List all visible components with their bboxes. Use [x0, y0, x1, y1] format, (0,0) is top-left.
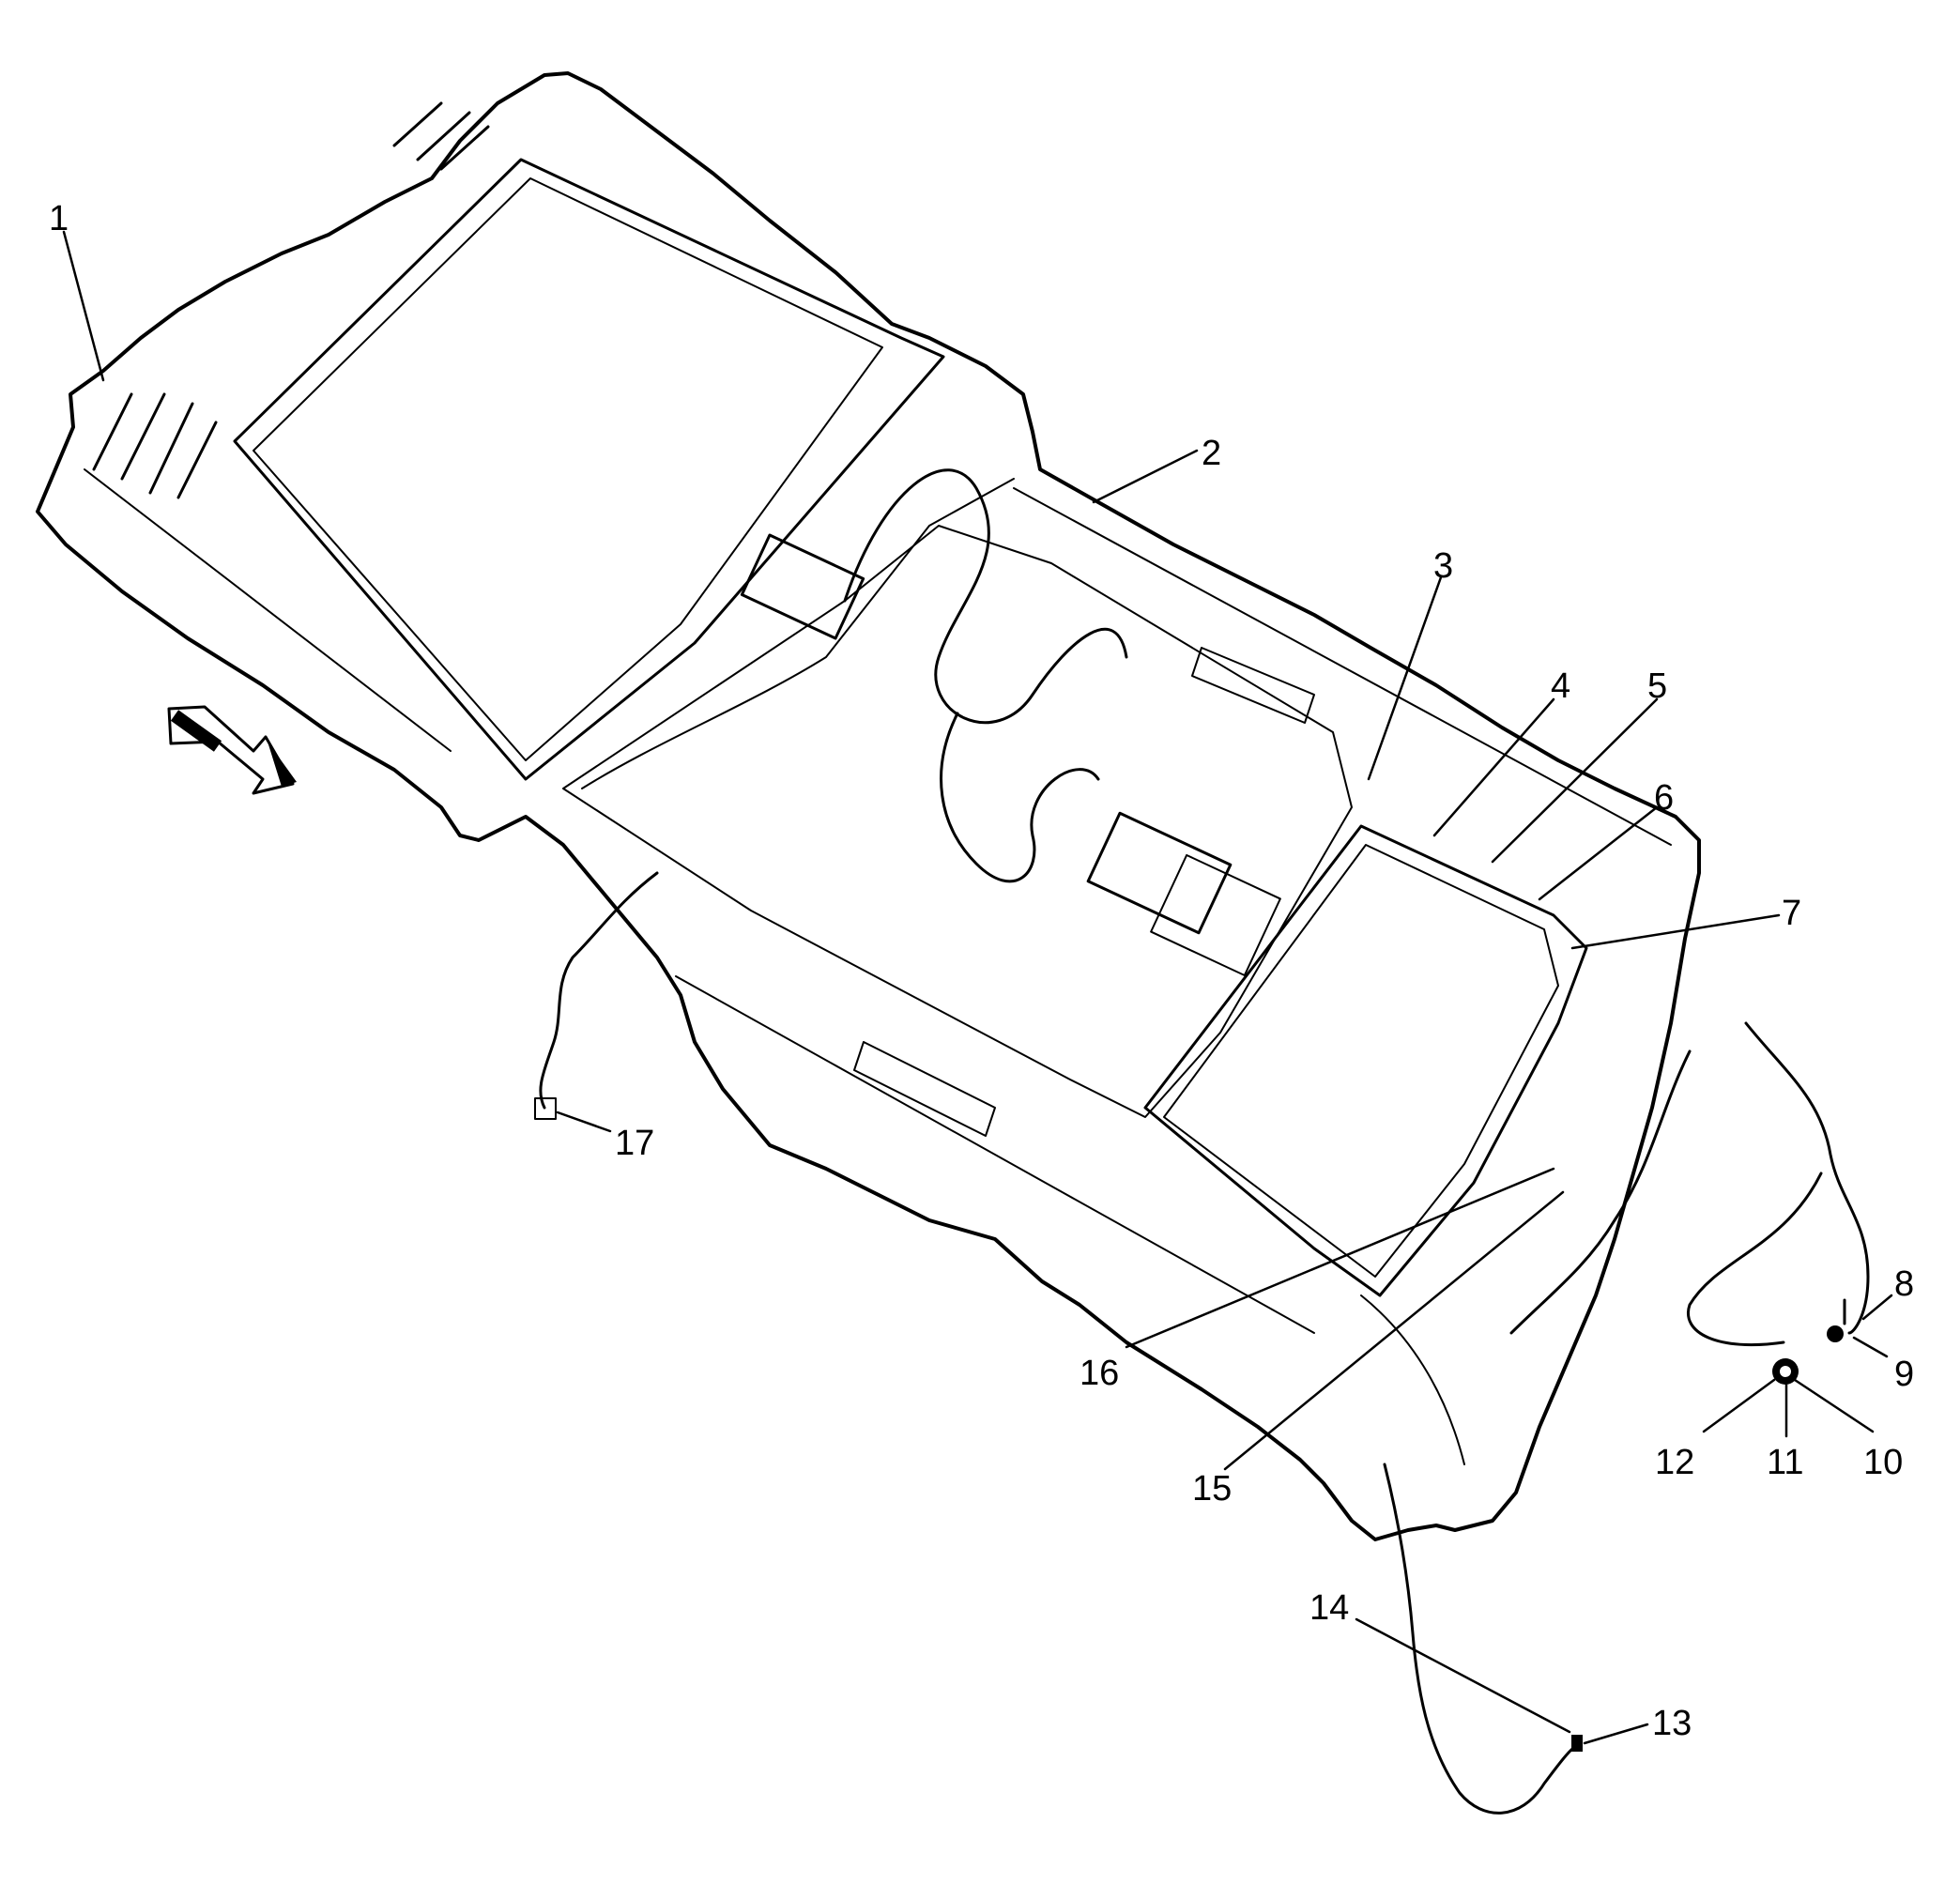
connector-13 — [1571, 1735, 1583, 1752]
callout-1: 1 — [49, 199, 69, 238]
callout-17: 17 — [615, 1124, 654, 1163]
grommet-9 — [1827, 1325, 1844, 1342]
callout-15: 15 — [1192, 1469, 1232, 1509]
callout-16: 16 — [1080, 1354, 1119, 1393]
callout-8: 8 — [1894, 1264, 1914, 1304]
right-harness — [1687, 1021, 1870, 1347]
callout-7: 7 — [1782, 894, 1801, 933]
callout-10: 10 — [1863, 1443, 1903, 1482]
callout-2: 2 — [1202, 434, 1221, 473]
callout-4: 4 — [1551, 666, 1570, 706]
callout-14: 14 — [1309, 1588, 1349, 1628]
callout-12: 12 — [1655, 1443, 1694, 1482]
callout-6: 6 — [1654, 778, 1674, 818]
callout-5: 5 — [1647, 666, 1667, 706]
rear-harness — [1383, 1463, 1579, 1815]
callout-numbers: 1 2 3 4 5 6 7 8 9 10 11 12 13 14 15 16 1… — [49, 199, 1914, 1743]
callout-13: 13 — [1652, 1704, 1692, 1743]
callout-9: 9 — [1894, 1355, 1914, 1394]
left-harness — [534, 871, 659, 1120]
callout-11: 11 — [1767, 1443, 1803, 1482]
leader-lines — [62, 230, 1893, 1745]
fastener-10-11-12 — [1772, 1358, 1799, 1385]
forward-arrow-icon — [167, 705, 297, 795]
headliner-panel — [36, 71, 1701, 1541]
callout-3: 3 — [1433, 546, 1453, 586]
